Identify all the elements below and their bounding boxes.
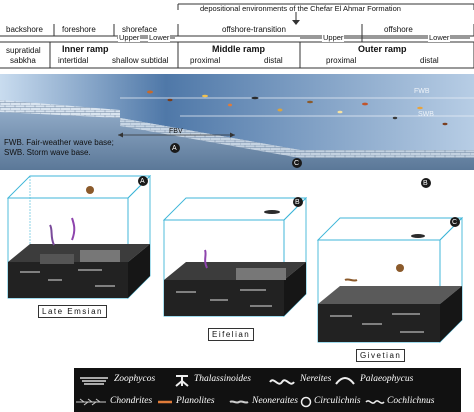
block-a xyxy=(6,174,152,300)
fbv-label: FBV xyxy=(169,128,183,135)
block-b-caption: Eifelian xyxy=(208,328,255,341)
cochlichnus-icon xyxy=(365,400,385,404)
circulichnis-icon xyxy=(300,396,312,408)
swb-label: SWB xyxy=(418,111,434,118)
zone-foreshore: foreshore xyxy=(62,25,96,34)
ramp-supratidal: supratidal xyxy=(6,46,41,55)
sea-body xyxy=(0,74,474,150)
ramp-outer: Outer ramp xyxy=(358,44,407,54)
zoophycos-icon xyxy=(80,377,108,385)
ramp-shallow-subtidal: shallow subtidal xyxy=(112,56,169,65)
ramp-proximal-2: proximal xyxy=(326,56,357,65)
zone-offshore: offshore xyxy=(384,25,413,34)
profile-marker-a xyxy=(170,143,180,153)
chondrites-icon xyxy=(76,398,106,406)
block-c-marker xyxy=(450,217,460,227)
thalassinoides-icon xyxy=(175,375,189,387)
ramp-middle: Middle ramp xyxy=(212,44,266,54)
profile-marker-c xyxy=(292,158,302,168)
legend-palaeophycus: Palaeophycus xyxy=(360,374,414,384)
block-b-marker-label: B xyxy=(295,199,300,206)
legend-cochlichnus: Cochlichnus xyxy=(387,396,435,406)
legend-circulichnis: Circulichnis xyxy=(314,396,361,406)
block-c xyxy=(316,216,464,344)
block-b xyxy=(162,196,308,318)
ramp-distal-2: distal xyxy=(420,56,439,65)
block-b-marker xyxy=(293,197,303,207)
palaeophycus-icon xyxy=(335,377,355,385)
ramp-inner: Inner ramp xyxy=(62,44,109,54)
block-a-caption: Late Emsian xyxy=(38,305,107,318)
ramp-intertidal: intertidal xyxy=(58,56,89,65)
neoneraites-icon xyxy=(229,400,249,404)
zone-upper-1: Upper xyxy=(118,33,141,42)
nereites-icon xyxy=(269,379,295,385)
formation-label: depositional environments of the Chefar … xyxy=(200,4,401,13)
legend-thalassinoides: Thalassinoides xyxy=(194,374,252,384)
ramp-distal-1: distal xyxy=(264,56,283,65)
legend-nereites: Nereites xyxy=(300,374,332,384)
zone-lower-1: Lower xyxy=(148,33,171,42)
zone-shoreface: shoreface xyxy=(122,25,158,34)
zone-backshore: backshore xyxy=(6,25,43,34)
legend-planolites: Planolites xyxy=(176,396,215,406)
zone-offshore-transition: offshore-transition xyxy=(222,25,286,34)
sediment-layer xyxy=(120,118,474,158)
block-a-marker xyxy=(138,176,148,186)
zone-upper-2: Upper xyxy=(322,33,345,42)
legend: Zoophycos Thalassinoides Nereites Palaeo… xyxy=(74,368,461,412)
legend-chondrites: Chondrites xyxy=(110,396,153,406)
profile-marker-c-label: C xyxy=(294,160,300,167)
fauna-scatter xyxy=(147,90,448,126)
wave-base-note-2: SWB. Storm wave base. xyxy=(4,148,91,157)
profile-marker-a-label: A xyxy=(172,145,177,152)
ramp-proximal-1: proximal xyxy=(190,56,221,65)
legend-neoneraites: Neoneraites xyxy=(252,396,298,406)
block-a-marker-label: A xyxy=(140,178,145,185)
profile-marker-b xyxy=(421,178,431,188)
wave-base-note-1: FWB. Fair-weather wave base; xyxy=(4,138,114,147)
block-c-marker-label: C xyxy=(452,219,458,226)
fwb-label: FWB xyxy=(414,88,430,95)
profile-marker-b-label: B xyxy=(423,180,428,187)
legend-icons xyxy=(76,375,385,408)
ramp-sabkha: sabkha xyxy=(10,56,36,65)
legend-zoophycos: Zoophycos xyxy=(114,374,156,384)
zone-lower-2: Lower xyxy=(428,33,451,42)
block-c-caption: Givetian xyxy=(356,349,406,362)
